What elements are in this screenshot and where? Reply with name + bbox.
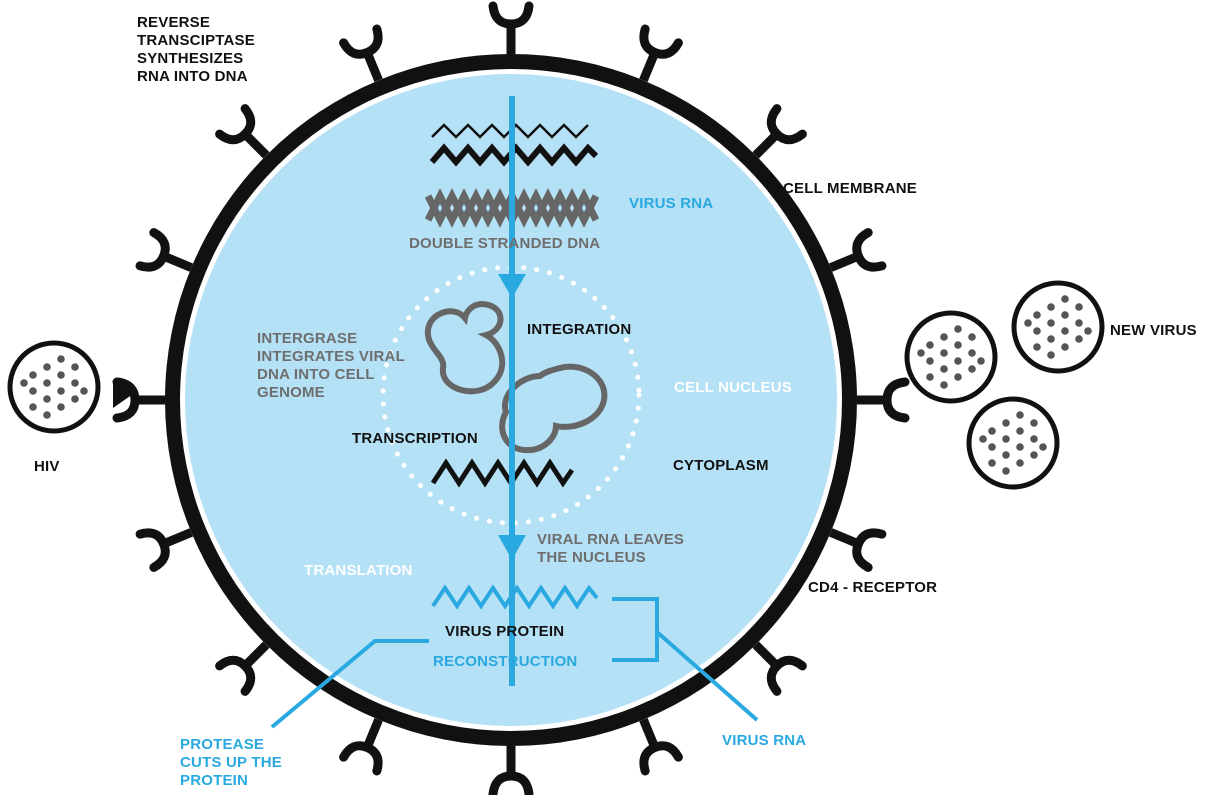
intergrase-label: INTERGRASE INTEGRATES VIRAL DNA INTO CEL… [257, 330, 405, 402]
cell-nucleus-label: CELL NUCLEUS [674, 379, 792, 397]
translation-label: TRANSLATION [304, 562, 413, 580]
hiv-virus-particle-icon [10, 343, 98, 431]
virus-rna-top-label: VIRUS RNA [629, 195, 713, 213]
integration-label: INTEGRATION [527, 321, 631, 339]
receptor-icon [857, 382, 905, 418]
cd4-receptor-label: CD4 - RECEPTOR [808, 579, 937, 597]
virus-particle-icon [907, 313, 995, 401]
viral-rna-leaves-label: VIRAL RNA LEAVES THE NUCLEUS [537, 531, 684, 567]
new-virus-label: NEW VIRUS [1110, 322, 1197, 340]
virus-rna-bottom-label: VIRUS RNA [722, 732, 806, 750]
cell-membrane-label: CELL MEMBRANE [783, 180, 917, 198]
virus-protein-label: VIRUS PROTEIN [445, 623, 564, 641]
virus-particle-icon [1014, 283, 1102, 371]
reverse-transcriptase-label: REVERSE TRANSCIPTASE SYNTHESIZES RNA INT… [137, 14, 255, 86]
double-stranded-dna-label: DOUBLE STRANDED DNA [409, 235, 600, 253]
receptor-icon [493, 746, 529, 794]
cytoplasm-label: CYTOPLASM [673, 457, 769, 475]
reconstruction-label: RECONSTRUCTION [433, 653, 577, 671]
protease-label: PROTEASE CUTS UP THE PROTEIN [180, 736, 282, 790]
hiv-label: HIV [34, 458, 60, 476]
receptor-icon [493, 6, 529, 54]
transcription-label: TRANSCRIPTION [352, 430, 478, 448]
virus-particle-icon [969, 399, 1057, 487]
